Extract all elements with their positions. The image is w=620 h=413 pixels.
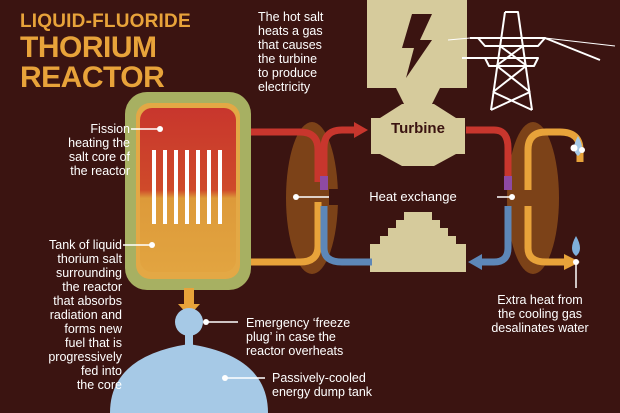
tank-label-line: the reactor bbox=[62, 280, 122, 294]
dump-tank-label: Passively-cooled energy dump tank bbox=[272, 371, 412, 399]
desalination-label-line: the cooling gas bbox=[497, 307, 583, 321]
hot-salt-label-line: to produce bbox=[258, 66, 318, 80]
fission-label-line: salt core of bbox=[68, 150, 130, 164]
desal-marker bbox=[573, 259, 579, 265]
thorium-tank-label: Tank of liquid thorium salt surrounding … bbox=[6, 238, 122, 392]
tank-label-line: fuel that is bbox=[65, 336, 122, 350]
dump-tank bbox=[110, 344, 268, 413]
heat-exchange-label: Heat exchange bbox=[329, 189, 497, 205]
freeze-plug-label-line: Emergency ‘freeze bbox=[246, 316, 351, 330]
fuel-rods bbox=[152, 150, 222, 224]
dump-tank-marker bbox=[222, 375, 228, 381]
tank-label-line: progressively bbox=[48, 350, 122, 364]
reactor-vessel bbox=[125, 92, 251, 290]
secondary-heat-exchanger bbox=[507, 122, 559, 274]
hot-salt-label-line: that causes bbox=[258, 38, 322, 52]
water-drop-icon bbox=[572, 236, 580, 256]
tank-label-line: that absorbs bbox=[53, 294, 122, 308]
tank-label-line: the core bbox=[76, 378, 122, 392]
hot-salt-label-line: The hot salt bbox=[258, 10, 324, 24]
fission-label-line: the reactor bbox=[70, 164, 130, 178]
tank-marker bbox=[149, 242, 155, 248]
freeze-plug-assembly bbox=[110, 288, 268, 413]
turbine-bottom-step bbox=[380, 154, 456, 166]
desalination-label-line: Extra heat from bbox=[497, 293, 583, 307]
tank-label-line: fed into bbox=[80, 364, 122, 378]
desalination-label-line: desalinates water bbox=[491, 321, 589, 335]
title-line-3: REACTOR bbox=[20, 61, 165, 94]
dump-tank-label-line: Passively-cooled bbox=[272, 371, 366, 385]
fission-marker bbox=[157, 126, 163, 132]
generator-neck bbox=[396, 88, 440, 104]
title-line-2: THORIUM bbox=[20, 31, 157, 64]
fission-label-line: heating the bbox=[68, 136, 130, 150]
hot-salt-label-line: the turbine bbox=[258, 52, 318, 66]
lightning-bolt-icon bbox=[402, 14, 432, 78]
hot-salt-label-line: heats a gas bbox=[258, 24, 323, 38]
turbine-housing bbox=[371, 118, 465, 154]
desalination-label: Extra heat from the cooling gas desalina… bbox=[470, 293, 610, 335]
turbine-label: Turbine bbox=[391, 120, 445, 137]
freeze-plug-marker bbox=[203, 319, 209, 325]
hot-salt-label-line: electricity bbox=[258, 80, 311, 94]
power-pylon-icon bbox=[447, 11, 616, 111]
freeze-plug bbox=[175, 308, 203, 336]
fission-label-line: Fission bbox=[90, 122, 130, 136]
hx-right-marker bbox=[509, 194, 515, 200]
tank-label-line: Tank of liquid bbox=[49, 238, 122, 252]
turbine-top-step bbox=[380, 104, 456, 118]
tank-label-line: forms new bbox=[64, 322, 122, 336]
tank-label-line: radiation and bbox=[49, 308, 122, 322]
fission-label: Fission heating the salt core of the rea… bbox=[20, 122, 130, 178]
turbine-base-stack bbox=[370, 212, 466, 272]
hx-left-marker bbox=[293, 194, 299, 200]
tank-label-line: thorium salt bbox=[57, 252, 122, 266]
freeze-plug-label-line: plug’ in case the bbox=[246, 330, 336, 344]
dump-tank-label-line: energy dump tank bbox=[272, 385, 373, 399]
freeze-plug-label: Emergency ‘freeze plug’ in case the reac… bbox=[246, 316, 386, 358]
hot-salt-label: The hot salt heats a gas that causes the… bbox=[258, 10, 366, 94]
freeze-plug-label-line: reactor overheats bbox=[246, 344, 344, 358]
water-drops-icon bbox=[570, 136, 585, 156]
tank-label-line: surrounding bbox=[55, 266, 122, 280]
turbine-loop-pipes bbox=[320, 122, 512, 270]
title-line-1: LIQUID-FLUORIDE bbox=[20, 11, 191, 32]
